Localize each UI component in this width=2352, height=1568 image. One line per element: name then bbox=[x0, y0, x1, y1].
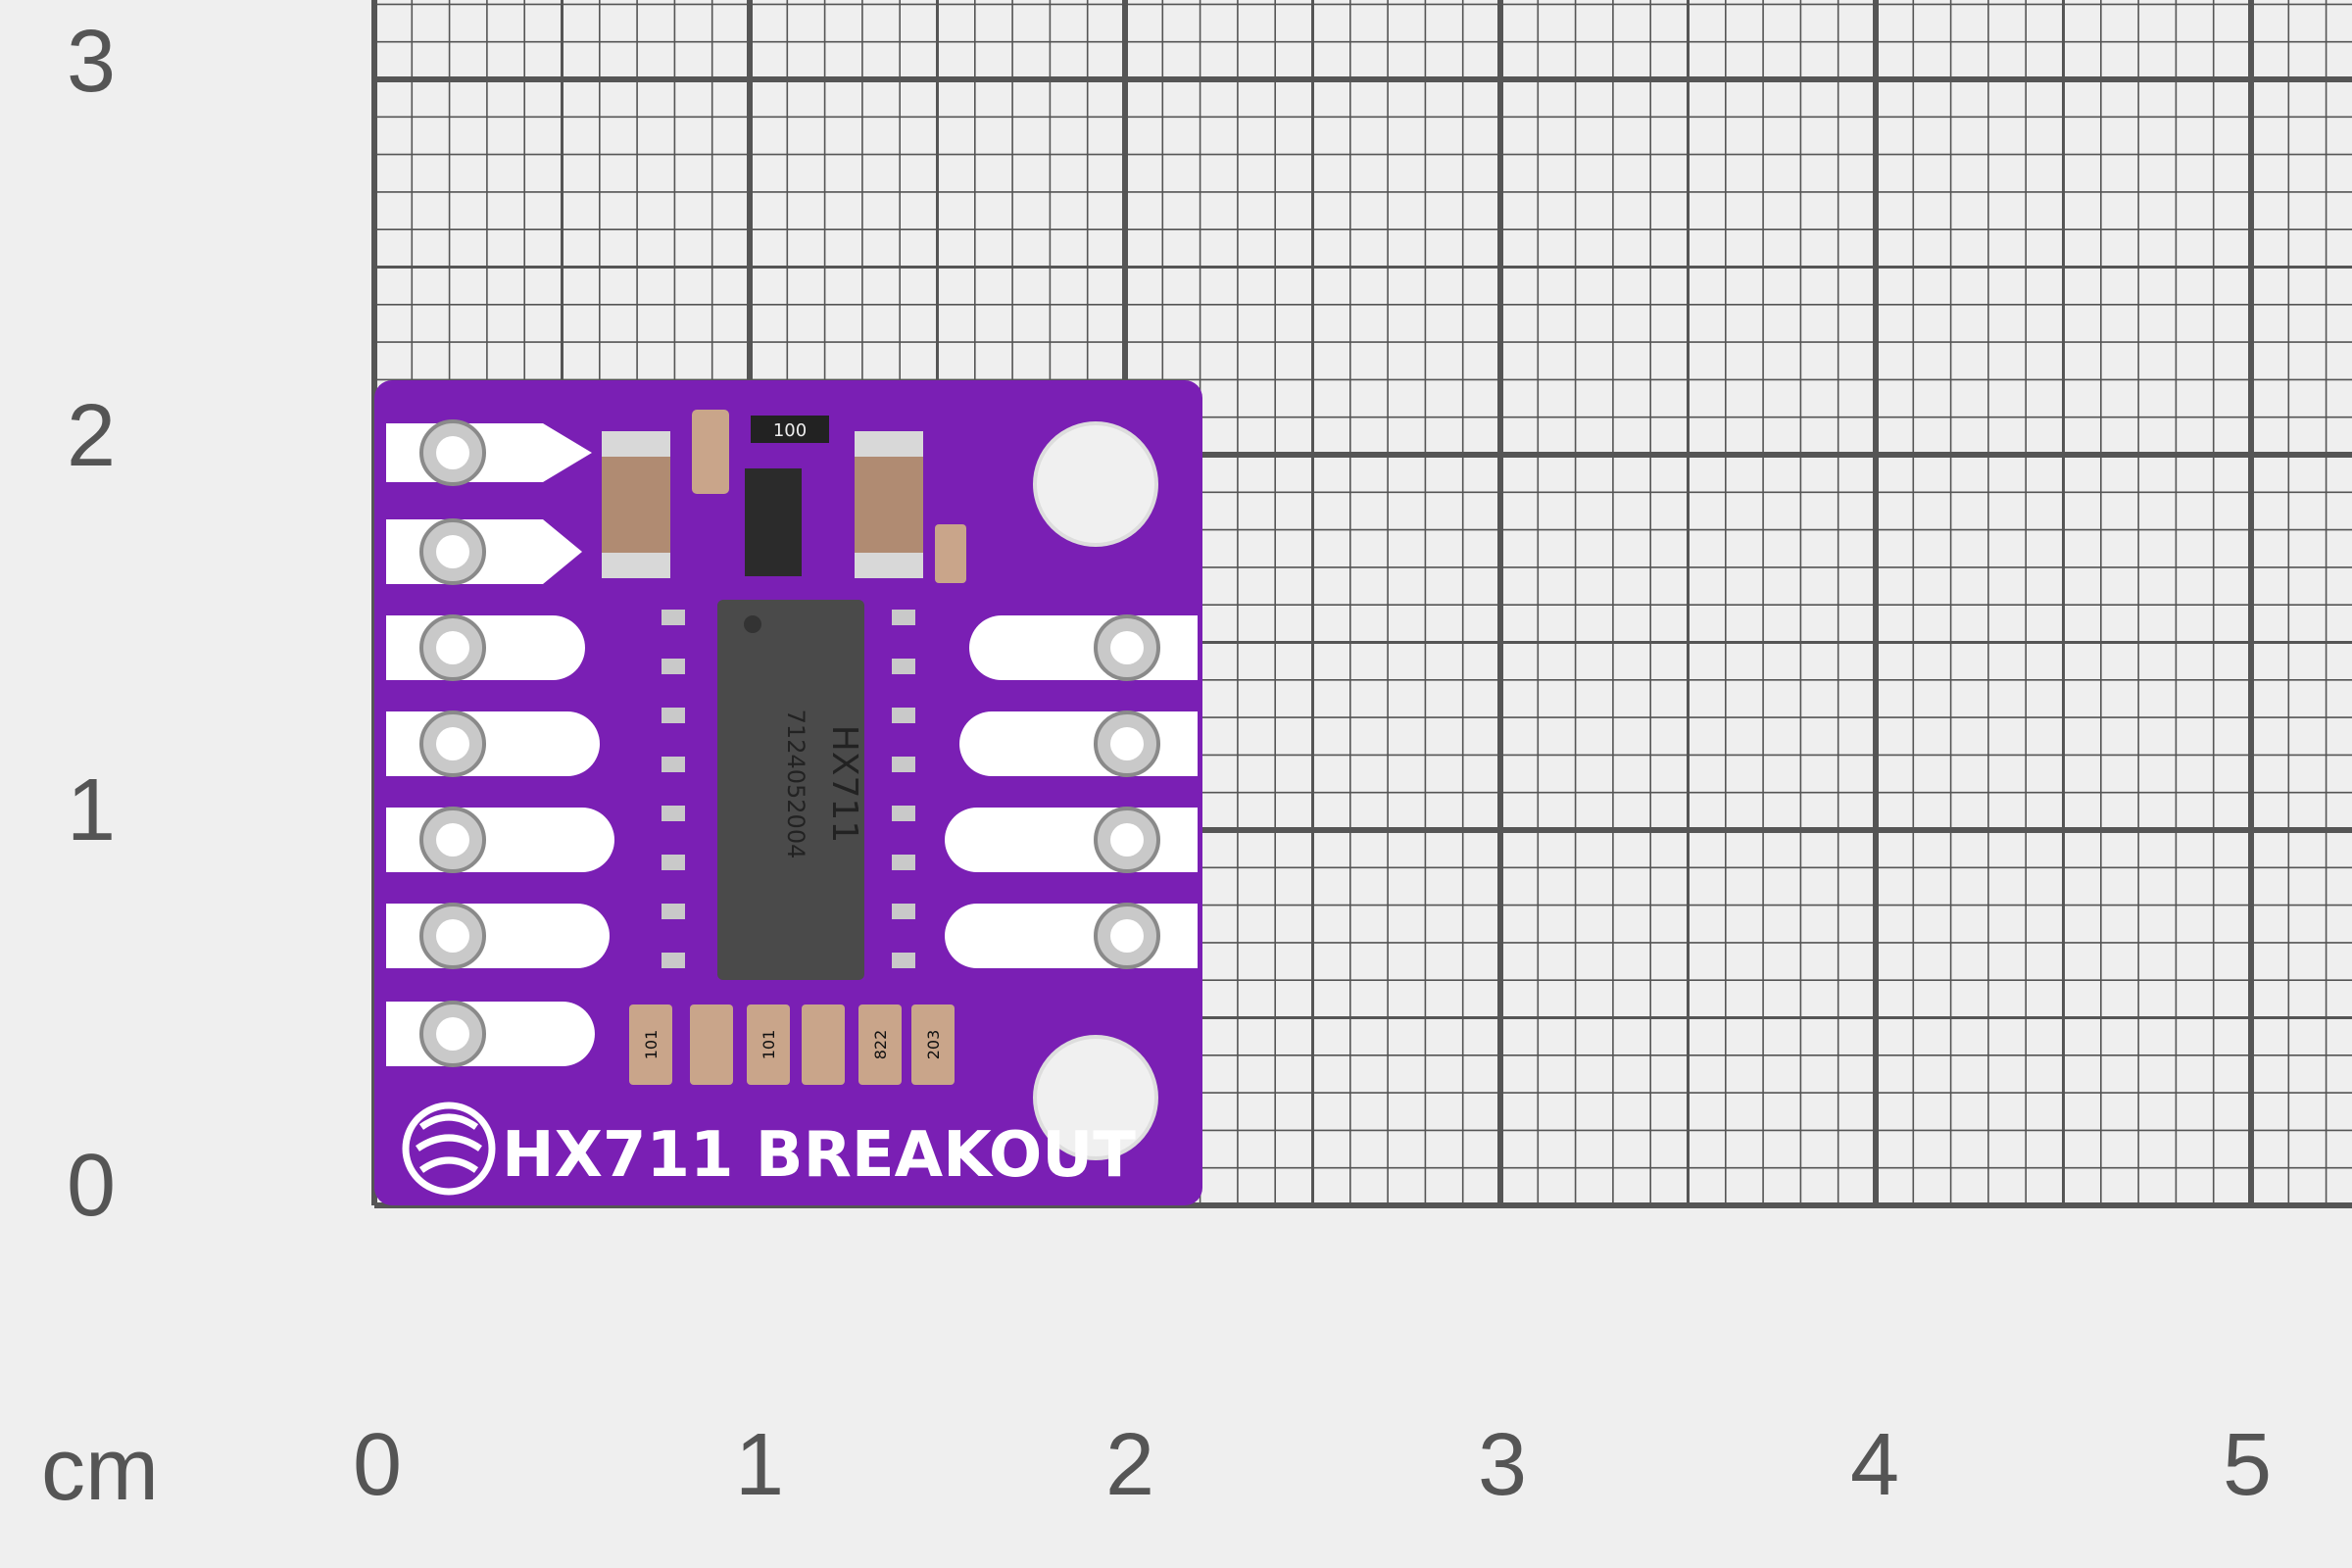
y-label-0: 0 bbox=[67, 1137, 117, 1235]
unit-label: cm bbox=[41, 1421, 159, 1519]
resistor-label-101-b: 101 bbox=[760, 1030, 778, 1060]
right-pads bbox=[1094, 614, 1160, 969]
x-label-3: 3 bbox=[1478, 1416, 1528, 1514]
x-label-5: 5 bbox=[2223, 1416, 2273, 1514]
x-label-1: 1 bbox=[735, 1416, 785, 1514]
resistor-label-101-a: 101 bbox=[642, 1030, 661, 1060]
x-label-0: 0 bbox=[353, 1416, 403, 1514]
hx711-breakout-board: 100 HX711 7124052004 bbox=[374, 380, 1202, 1205]
resistor-label-203: 203 bbox=[924, 1030, 943, 1060]
y-label-2: 2 bbox=[67, 387, 117, 485]
resistor-label-top: 100 bbox=[773, 420, 807, 441]
hx711-chip: HX711 7124052004 bbox=[662, 600, 915, 980]
mounting-hole-top bbox=[1033, 421, 1158, 547]
board-title: HX711 BREAKOUT bbox=[502, 1119, 1136, 1192]
left-pads bbox=[419, 419, 486, 1067]
chip-marking-lot: 7124052004 bbox=[782, 710, 809, 859]
bottom-components: 101 101 822 203 bbox=[629, 1004, 955, 1085]
resistor-label-822: 822 bbox=[871, 1030, 890, 1060]
top-components: 100 bbox=[602, 410, 966, 583]
x-label-2: 2 bbox=[1105, 1416, 1155, 1514]
y-label-1: 1 bbox=[67, 761, 117, 859]
mounting-hole-bottom bbox=[1033, 1035, 1158, 1160]
x-label-4: 4 bbox=[1850, 1416, 1900, 1514]
chip-marking-model: HX711 bbox=[824, 725, 864, 843]
spiral-logo bbox=[402, 1102, 496, 1196]
y-label-3: 3 bbox=[67, 13, 117, 111]
